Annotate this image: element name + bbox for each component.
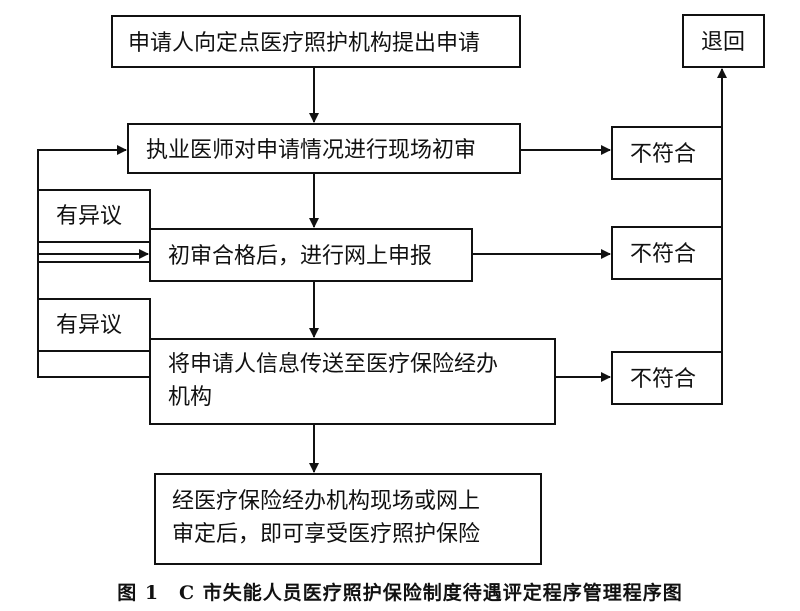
objection-label-2: 有异议 (56, 313, 122, 338)
final-label-line2: 审定后，即可享受医疗照护保险 (172, 522, 480, 547)
transfer-label-line2: 机构 (168, 385, 212, 410)
first-review-label: 执业医师对申请情况进行现场初审 (146, 138, 476, 163)
apply-label: 申请人向定点医疗照护机构提出申请 (128, 31, 480, 56)
transfer-label-line1: 将申请人信息传送至医疗保险经办 (168, 352, 498, 377)
reject-box-2: 不符合 (611, 226, 723, 280)
online-report-node: 初审合格后，进行网上申报 (149, 228, 473, 282)
transfer-node: 将申请人信息传送至医疗保险经办 机构 (149, 338, 556, 425)
objection-loop-1 (37, 145, 150, 263)
objection-label-1: 有异议 (56, 204, 122, 229)
reject-box-3: 不符合 (611, 351, 723, 405)
first-review-node: 执业医师对申请情况进行现场初审 (127, 123, 521, 174)
objection-box-1: 有异议 (37, 189, 151, 243)
apply-node: 申请人向定点医疗照护机构提出申请 (111, 15, 521, 68)
online-report-label: 初审合格后，进行网上申报 (168, 244, 432, 269)
return-label: 退回 (701, 30, 745, 55)
reject-label-3: 不符合 (630, 367, 696, 392)
figure-caption: 图 1 C 市失能人员医疗照护保险制度待遇评定程序管理程序图 (117, 582, 683, 604)
return-box: 退回 (682, 14, 765, 68)
final-label-line1: 经医疗保险经办机构现场或网上 (172, 489, 480, 514)
final-node: 经医疗保险经办机构现场或网上 审定后，即可享受医疗照护保险 (154, 473, 542, 565)
reject-box-1: 不符合 (611, 126, 723, 180)
objection-box-2: 有异议 (37, 298, 151, 352)
reject-label-1: 不符合 (630, 142, 696, 167)
reject-label-2: 不符合 (630, 242, 696, 267)
objection-loop-2 (37, 249, 150, 378)
